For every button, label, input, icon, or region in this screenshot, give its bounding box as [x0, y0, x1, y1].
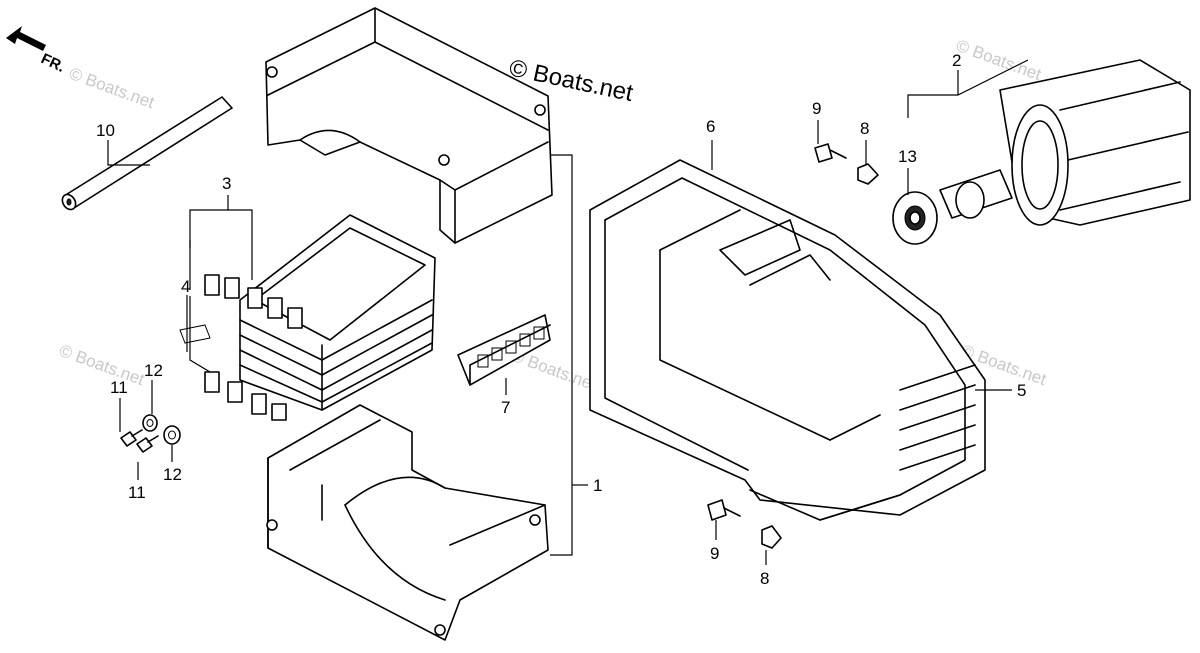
watermark: © Boats.net — [67, 64, 157, 112]
lower-housing-part — [266, 404, 549, 641]
coil-assembly-part — [179, 214, 436, 421]
nut-8-lower — [761, 525, 782, 549]
callout-3: 3 — [222, 174, 231, 193]
callout-13: 13 — [898, 147, 917, 166]
callout-4: 4 — [181, 277, 190, 296]
cover-frame-part — [589, 159, 986, 521]
callout-7: 7 — [501, 398, 510, 417]
bolt-9-lower — [707, 499, 741, 521]
washer-12-lower — [163, 425, 181, 445]
bearing-part — [892, 191, 938, 245]
upper-housing-part — [265, 7, 553, 244]
callout-8-upper: 8 — [860, 119, 869, 138]
callout-1: 1 — [593, 476, 602, 495]
watermark: © Boats.net — [57, 341, 147, 389]
callout-9-lower: 9 — [710, 544, 719, 563]
callout-6: 6 — [706, 117, 715, 136]
washer-12-upper — [142, 414, 158, 432]
screw-11-upper — [120, 429, 143, 447]
rectifier-part — [457, 314, 551, 386]
rod-part — [61, 96, 233, 211]
screw-11-lower — [136, 435, 159, 453]
callout-11-upper: 11 — [110, 378, 128, 397]
callout-2: 2 — [952, 51, 961, 70]
rotor-part — [939, 59, 1191, 226]
callout-5: 5 — [1017, 381, 1026, 400]
callout-12-lower: 12 — [163, 465, 182, 484]
leader-lines — [107, 59, 1029, 565]
direction-label: FR. — [38, 50, 67, 76]
front-arrow-icon — [6, 26, 46, 51]
callout-12-upper: 12 — [144, 361, 163, 380]
callout-10: 10 — [96, 121, 115, 140]
watermark: © Boats.net — [954, 36, 1044, 84]
callout-11-lower: 11 — [128, 483, 146, 502]
callout-9-upper: 9 — [812, 99, 821, 118]
bolt-9-upper — [814, 143, 847, 163]
callout-8-lower: 8 — [760, 569, 769, 588]
nut-8-upper — [857, 163, 879, 185]
